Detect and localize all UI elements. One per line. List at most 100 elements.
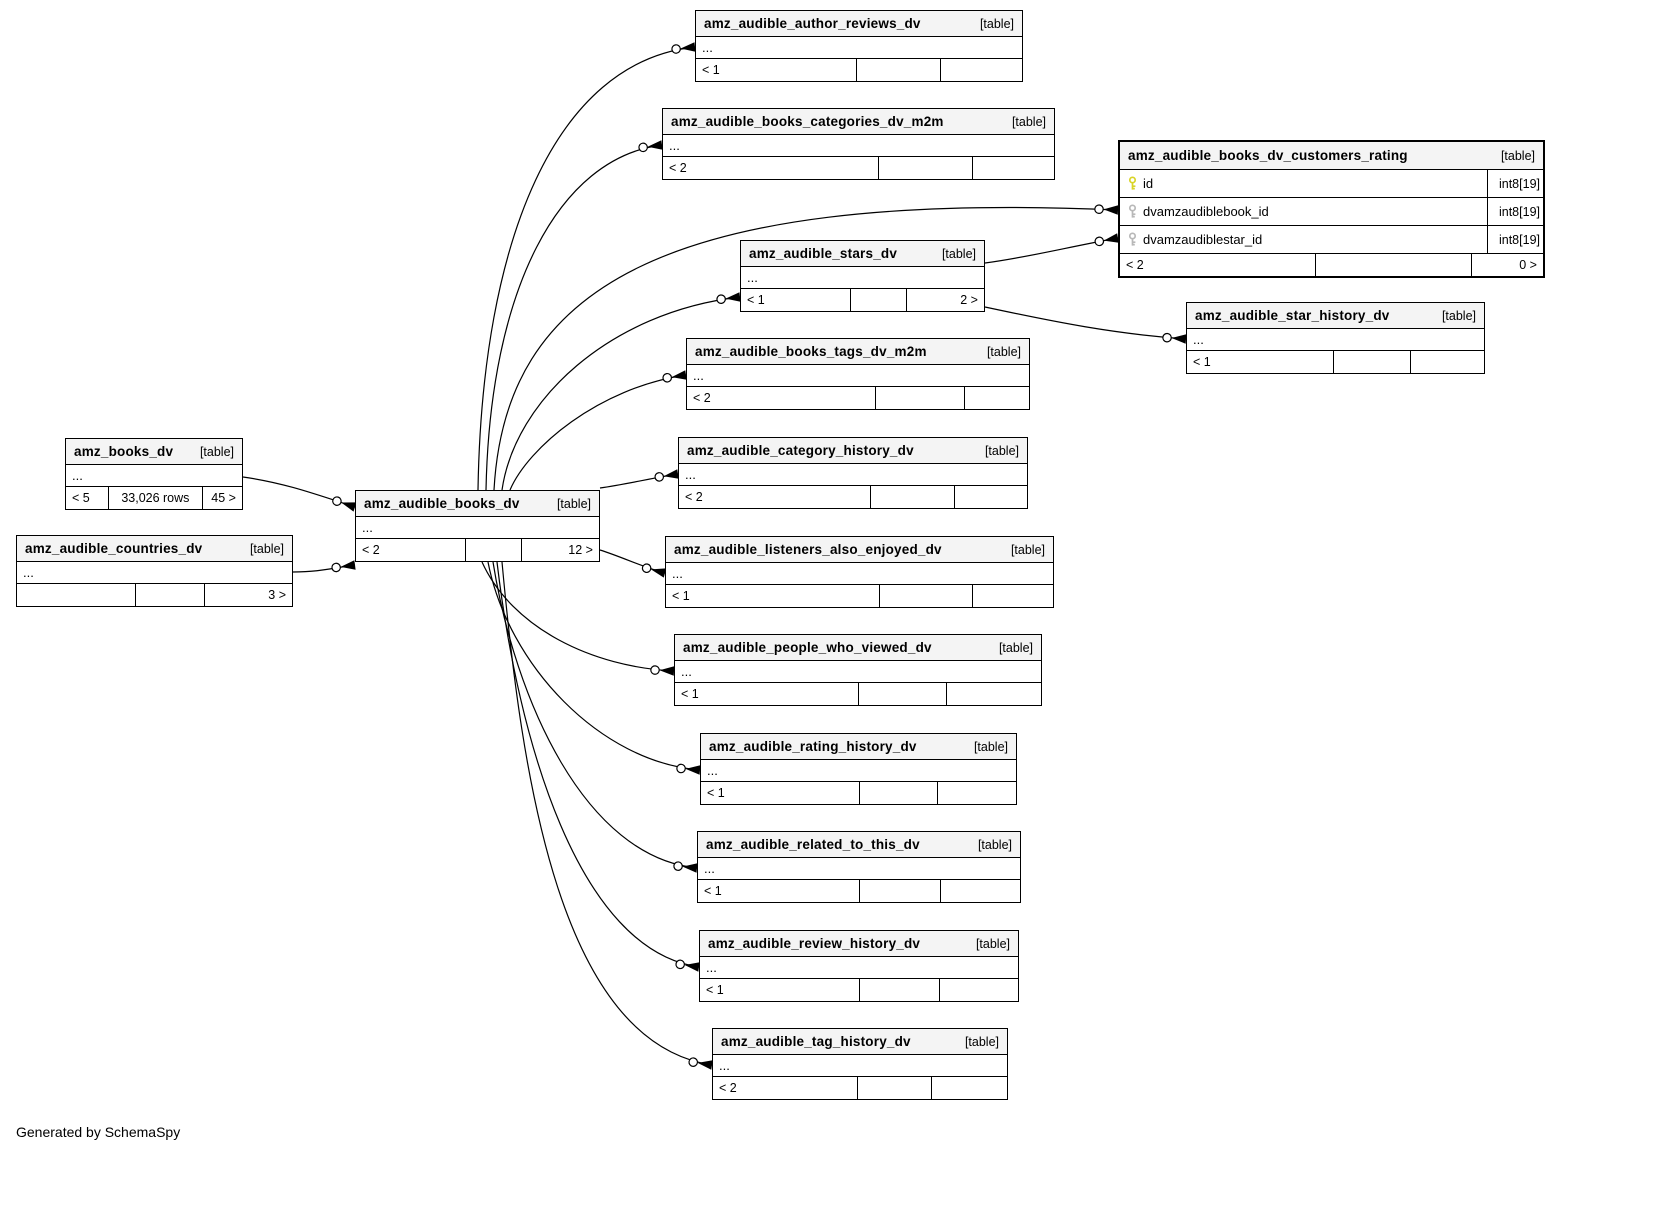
footer-cell: [875, 387, 964, 409]
footer-cell: [945, 683, 1041, 705]
footer-cell: [859, 979, 939, 1001]
table-tag: [table]: [1010, 542, 1045, 557]
footer-cell: [878, 157, 972, 179]
footer-cell: < 2: [1126, 258, 1144, 272]
edge-books-customers-rating-book: [493, 204, 1119, 491]
column-type: int8[19]: [1487, 226, 1543, 253]
table-node-amz_audible_countries_dv[interactable]: amz_audible_countries_dv [table] ... 3 >: [16, 535, 293, 607]
footer-cell: 45 >: [201, 487, 242, 509]
footer-cell: < 1: [702, 63, 720, 77]
footer-cell: < 1: [706, 983, 724, 997]
table-footer: < 1: [675, 683, 1041, 705]
table-tag: [table]: [973, 739, 1008, 754]
table-rows: ...: [696, 37, 1022, 59]
footer-cell: [465, 539, 521, 561]
table-node-amz_audible_review_history_dv[interactable]: amz_audible_review_history_dv [table] ..…: [699, 930, 1019, 1002]
table-title: amz_audible_tag_history_dv: [721, 1034, 911, 1049]
table-tag: [table]: [249, 541, 284, 556]
table-header: amz_audible_category_history_dv [table]: [679, 438, 1027, 464]
table-title: amz_audible_books_dv_customers_rating: [1128, 148, 1408, 163]
table-rows: ...: [700, 957, 1018, 979]
table-header: amz_audible_review_history_dv [table]: [700, 931, 1018, 957]
edge-books-review-history: [496, 561, 700, 972]
table-rows: ...: [698, 858, 1020, 880]
column-name: dvamzaudiblebook_id: [1143, 204, 1269, 219]
table-header: amz_audible_books_dv [table]: [356, 491, 599, 517]
table-node-amz_audible_author_reviews_dv[interactable]: amz_audible_author_reviews_dv [table] ..…: [695, 10, 1023, 82]
table-node-amz_audible_rating_history_dv[interactable]: amz_audible_rating_history_dv [table] ..…: [700, 733, 1017, 805]
table-footer: 3 >: [17, 584, 292, 606]
footer-cell: [938, 979, 1019, 1001]
footer-cell: [953, 486, 1027, 508]
footer-cell: < 2: [669, 161, 687, 175]
footer-cell: < 2: [693, 391, 711, 405]
table-node-amz_audible_listeners_also_enjoyed_dv[interactable]: amz_audible_listeners_also_enjoyed_dv [t…: [665, 536, 1054, 608]
table-node-amz_audible_books_dv_customers_rating[interactable]: amz_audible_books_dv_customers_rating [t…: [1118, 140, 1545, 278]
table-footer: < 2: [679, 486, 1027, 508]
primary-key-icon: [1126, 176, 1143, 191]
table-rows: ...: [66, 465, 242, 487]
ellipsis-row: ...: [687, 365, 1029, 387]
table-title: amz_audible_stars_dv: [749, 246, 898, 261]
table-tag: [table]: [986, 344, 1021, 359]
table-tag: [table]: [1441, 308, 1476, 323]
footer-cell: 33,026 rows: [108, 487, 201, 509]
table-node-amz_audible_books_categories_dv_m2m[interactable]: amz_audible_books_categories_dv_m2m [tab…: [662, 108, 1055, 180]
table-header: amz_audible_tag_history_dv [table]: [713, 1029, 1007, 1055]
ellipsis-row: ...: [356, 517, 599, 539]
table-footer: < 1: [696, 59, 1022, 81]
ellipsis-row: ...: [663, 135, 1054, 157]
table-tag: [table]: [964, 1034, 999, 1049]
edge-stars-customers-rating-star: [984, 233, 1119, 264]
table-node-amz_audible_star_history_dv[interactable]: amz_audible_star_history_dv [table] ... …: [1186, 302, 1485, 374]
ellipsis-row: ...: [17, 562, 292, 584]
table-tag: [table]: [1011, 114, 1046, 129]
table-header: amz_audible_people_who_viewed_dv [table]: [675, 635, 1041, 661]
table-title: amz_audible_star_history_dv: [1195, 308, 1390, 323]
table-rows: ...: [679, 464, 1027, 486]
foreign-key-icon: [1126, 204, 1143, 219]
table-header: amz_audible_books_dv_customers_rating [t…: [1120, 142, 1543, 170]
table-header: amz_books_dv [table]: [66, 439, 242, 465]
table-rows: ...: [741, 267, 984, 289]
table-tag: [table]: [984, 443, 1019, 458]
table-title: amz_audible_books_categories_dv_m2m: [671, 114, 944, 129]
table-footer: < 2: [663, 157, 1054, 179]
column-type: int8[19]: [1487, 198, 1543, 225]
table-rows: ...: [1187, 329, 1484, 351]
footer-cell: [1314, 254, 1472, 276]
footer-cell: < 2: [685, 490, 703, 504]
footer-cell: [857, 1077, 931, 1099]
footer-cell: < 1: [672, 589, 690, 603]
table-rows: ...: [17, 562, 292, 584]
table-node-amz_audible_tag_history_dv[interactable]: amz_audible_tag_history_dv [table] ... <…: [712, 1028, 1008, 1100]
footer-cell: < 5: [72, 491, 90, 505]
ellipsis-row: ...: [675, 661, 1041, 683]
table-footer: < 1: [1187, 351, 1484, 373]
footer-cell: [859, 880, 940, 902]
footer-cell: [971, 585, 1053, 607]
foreign-key-icon: [1126, 232, 1143, 247]
footer-cell: < 1: [707, 786, 725, 800]
table-title: amz_audible_books_dv: [364, 496, 520, 511]
table-node-amz_audible_related_to_this_dv[interactable]: amz_audible_related_to_this_dv [table] .…: [697, 831, 1021, 903]
table-header: amz_audible_related_to_this_dv [table]: [698, 832, 1020, 858]
footer-cell: [858, 782, 938, 804]
footer-cell: [939, 880, 1021, 902]
table-header: amz_audible_books_tags_dv_m2m [table]: [687, 339, 1029, 365]
table-node-amz_audible_category_history_dv[interactable]: amz_audible_category_history_dv [table] …: [678, 437, 1028, 509]
table-node-amz_audible_people_who_viewed_dv[interactable]: amz_audible_people_who_viewed_dv [table]…: [674, 634, 1042, 706]
ellipsis-row: ...: [741, 267, 984, 289]
table-rows: ...: [713, 1055, 1007, 1077]
footer-cell: [1332, 351, 1410, 373]
table-node-amz_audible_books_tags_dv_m2m[interactable]: amz_audible_books_tags_dv_m2m [table] ..…: [686, 338, 1030, 410]
column-type: int8[19]: [1487, 170, 1543, 197]
ellipsis-row: ...: [679, 464, 1027, 486]
edge-books-category-history: [599, 469, 679, 489]
